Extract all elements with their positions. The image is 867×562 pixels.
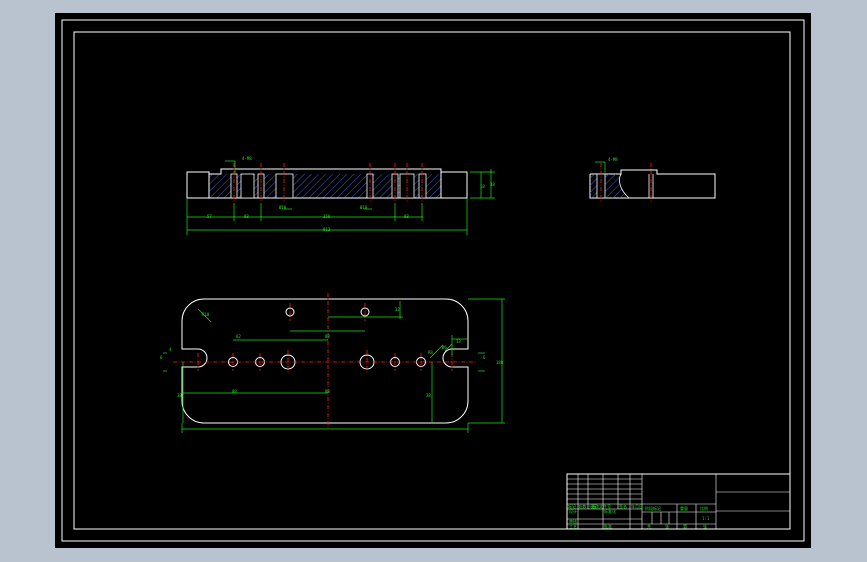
side-outline [589, 169, 716, 199]
tb-row-label-1: 分区 [589, 503, 597, 509]
plan-label-88b: 88 [325, 389, 330, 394]
tb-stage-label: 阶段标记 [645, 505, 661, 511]
front-label-dim-88a: 88 [244, 214, 249, 219]
tb-scale-value: 1:1 [702, 516, 710, 521]
plan-label-dia6: Ø6 [442, 345, 447, 350]
plan-view: R10 62 88 88 R8 Ø6 13 6 6 4 88 32 38 38 … [160, 293, 505, 433]
front-label-dim-18: 18 [480, 184, 485, 189]
tb-row-label-5: 设计 [569, 508, 577, 514]
front-label-dim-88b: 88 [404, 214, 409, 219]
side-section-view: 4-M8 [589, 157, 716, 203]
front-label-hole-2: Ø10 [360, 205, 368, 210]
tb-row-label-9: 批准 [604, 523, 612, 529]
plan-label-62: 62 [236, 334, 241, 339]
plan-label-4: 4 [169, 347, 172, 352]
front-label-thread: 4-M8 [242, 156, 252, 161]
front-label-dim-38: 38 [490, 182, 495, 187]
plan-label-6-left: 6 [160, 355, 163, 360]
tb-row-label-0: 标记 处数 [568, 503, 586, 509]
front-section-view: 4-M8 Ø10 Ø10 57 88 356 88 812 18 38 [186, 156, 495, 235]
side-label-thread: 4-M8 [608, 157, 618, 162]
tb-sheet-total: 共 [647, 523, 651, 529]
front-label-hole-1: Ø10 [279, 205, 287, 210]
sheet-outer-border [61, 19, 805, 542]
tb-row-label-2: 更改文件号 [591, 503, 611, 509]
plan-label-38a: 38 [177, 393, 182, 398]
tb-row-label-6: 标准化 [604, 508, 616, 514]
tb-scale-label: 比例 [700, 505, 708, 511]
tb-sheet-no: 第 [683, 523, 687, 529]
tb-row-label-8: 工艺 [569, 524, 577, 529]
plan-label-88c: 88 [232, 389, 237, 394]
front-label-dim-812: 812 [323, 227, 331, 232]
plan-label-32: 32 [395, 307, 400, 312]
tb-row-label-4: 年月日 [631, 503, 643, 509]
plan-label-88a: 88 [325, 334, 330, 339]
tb-row-label-3: 签名 [619, 503, 627, 509]
drawing-viewport[interactable]: 4-M8 Ø10 Ø10 57 88 356 88 812 18 38 4-M8 [55, 13, 811, 548]
front-label-dim-57: 57 [207, 214, 212, 219]
tb-sheet-total-unit: 张 [665, 523, 669, 529]
plan-label-6-right: 6 [483, 355, 486, 360]
cad-drawing: 4-M8 Ø10 Ø10 57 88 356 88 812 18 38 4-M8 [61, 19, 805, 542]
tb-sheet-no-unit: 张 [703, 523, 707, 529]
plan-label-38b: 38 [426, 393, 431, 398]
tb-row-label-7: 审核 [569, 518, 577, 524]
plan-label-188: 188 [496, 360, 504, 365]
plan-outline [181, 298, 469, 424]
plan-label-r8: R8 [428, 350, 433, 355]
plan-label-r10: R10 [202, 312, 210, 317]
plan-label-13: 13 [456, 339, 461, 344]
front-label-dim-356: 356 [323, 214, 331, 219]
tb-weight-label: 重量 [680, 505, 688, 511]
sheet-inner-border [73, 31, 791, 530]
title-block: 标记 处数 分区 更改文件号 签名 年月日 设计 标准化 审核 工艺 批准 阶段… [566, 473, 791, 530]
